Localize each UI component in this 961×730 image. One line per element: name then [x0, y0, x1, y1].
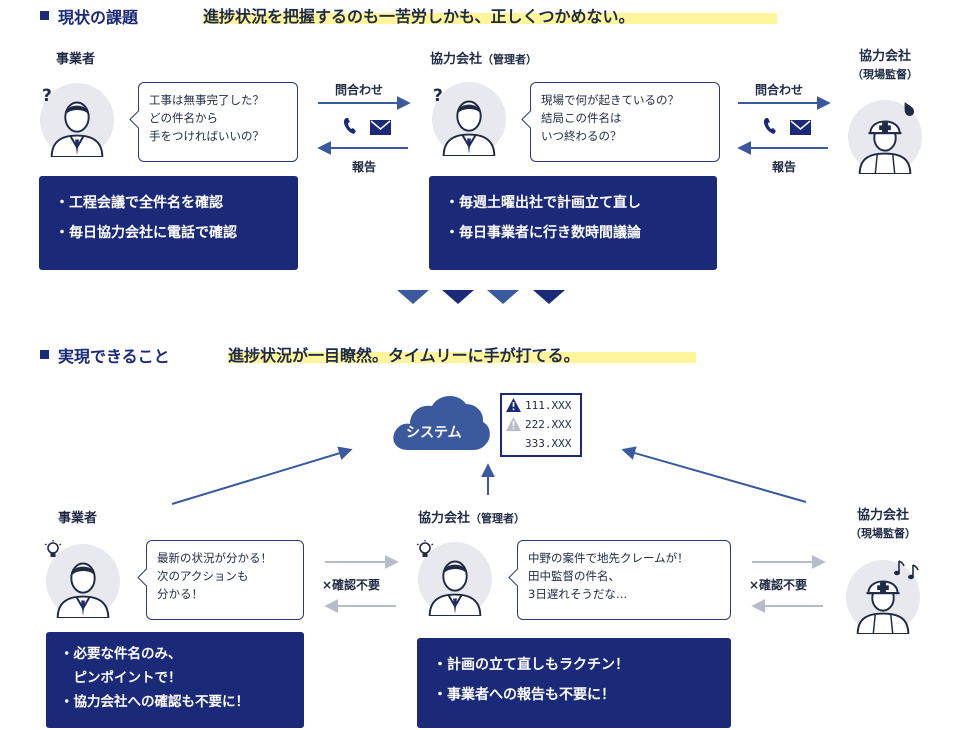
phone-icon — [763, 118, 776, 134]
no-confirm-label: ×確認不要 — [749, 578, 808, 592]
warning-icon — [506, 417, 521, 431]
section1-tagline: 進捗状況を把握するのも一苦労しかも、正しくつかめない。 — [203, 7, 635, 26]
issue-box-manager: ・毎週土曜出社で計画立て直し ・毎日事業者に行き数時間議論 — [429, 176, 717, 270]
system-label: システム — [406, 425, 462, 441]
issue-box-business-owner: ・工程会議で全件名を確認 ・毎日協力会社に電話で確認 — [39, 176, 298, 270]
benefit-box-business-owner: ・必要な件名のみ、 ピンポイントで！ ・協力会社への確認も不要に！ — [46, 632, 304, 728]
arrow-label-report: 報告 — [352, 160, 377, 174]
arrow-label-inquiry: 問合わせ — [335, 83, 384, 97]
mail-icon — [790, 120, 811, 135]
question-mark-icon: ? — [42, 86, 52, 106]
speech-bubble: 現場で何が起きているの？ 結局この件名は いつ終わるの？ — [521, 82, 720, 162]
speech-bubble: 中野の案件で地先クレームが！ 田中監督の件名、 3日遅れそうだな… — [508, 540, 731, 620]
music-note-icon — [894, 560, 919, 580]
section-marker — [40, 11, 49, 20]
system-item: 333.XXX — [525, 437, 572, 450]
tagline-highlight — [228, 352, 696, 363]
lightbulb-icon — [44, 540, 62, 557]
question-mark-icon: ? — [433, 86, 443, 106]
benefit-box-manager: ・計画の立て直しもラクチン！ ・事業者への報告も不要に！ — [417, 638, 731, 728]
role-business-owner: 事業者 — [56, 52, 96, 67]
no-confirm-label: ×確認不要 — [322, 578, 381, 592]
role-manager: 協力会社（管理者） — [418, 511, 526, 526]
phone-icon — [343, 118, 356, 134]
role-supervisor: 協力会社 （現場監督） — [850, 508, 916, 540]
tagline-highlight — [203, 13, 777, 24]
arrow-label-inquiry: 問合わせ — [755, 83, 804, 97]
speech-bubble: 最新の状況が分かる！ 次のアクションも 分かる！ — [137, 540, 304, 620]
sweat-drop-icon — [904, 102, 915, 116]
system-item: 111.XXX — [525, 399, 572, 412]
chevron-down-icon — [397, 290, 565, 304]
flow-arrows — [317, 96, 831, 155]
section2-tagline: 進捗状況が一目瞭然。タイムリーに手が打てる。 — [228, 346, 580, 365]
speech-bubble: 工事は無事完了した？ どの件名から 手をつければいいの？ — [129, 82, 298, 162]
role-business-owner: 事業者 — [58, 511, 98, 526]
warning-icon — [506, 398, 521, 412]
system-item: 222.XXX — [525, 418, 572, 431]
mail-icon — [370, 120, 391, 135]
section2-title: 実現できること — [58, 347, 170, 366]
section-marker — [40, 350, 49, 359]
role-supervisor: 協力会社 （現場監督） — [852, 49, 918, 81]
lightbulb-icon — [416, 540, 434, 557]
section1-title: 現状の課題 — [58, 8, 139, 27]
cloud-icon — [393, 395, 490, 450]
role-manager: 協力会社（管理者） — [430, 52, 538, 67]
arrow-label-report: 報告 — [772, 160, 797, 174]
